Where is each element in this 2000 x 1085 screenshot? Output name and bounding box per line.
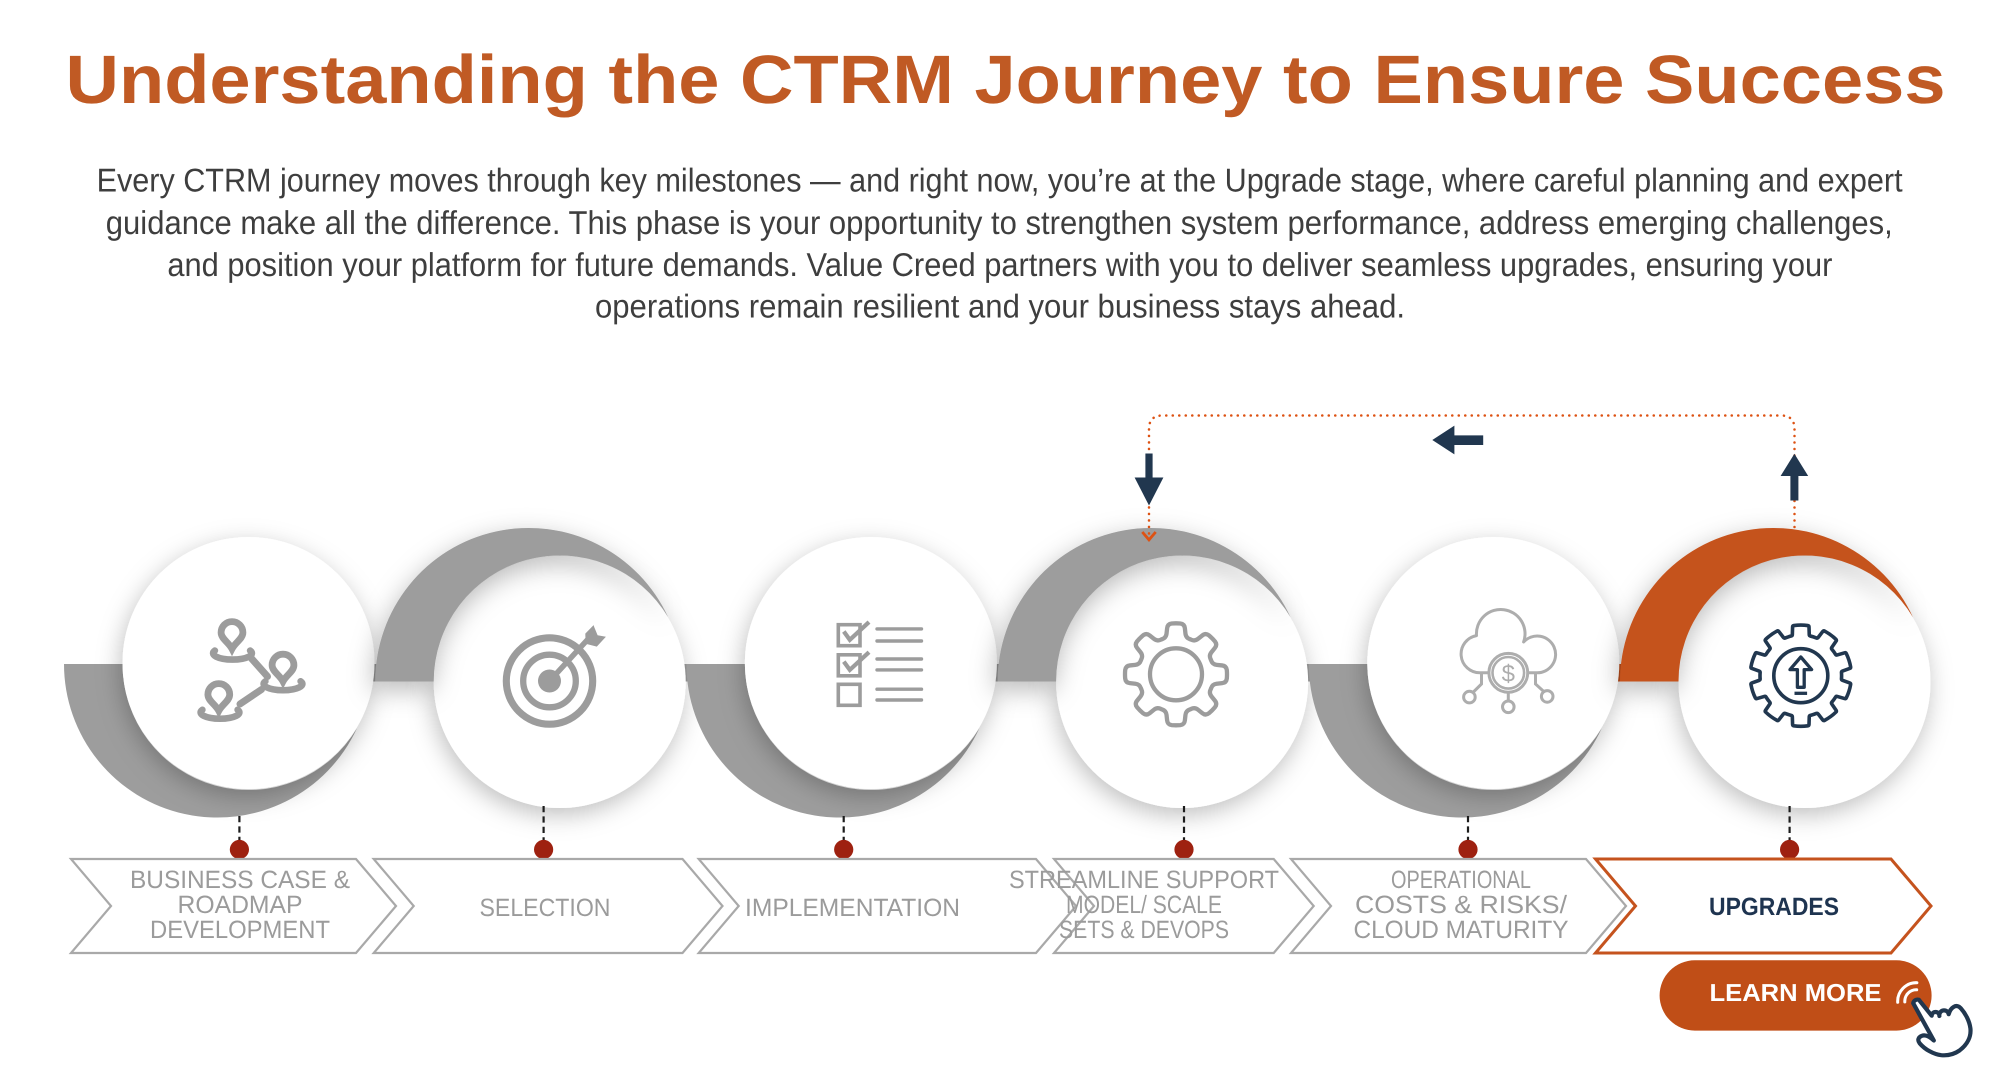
svg-text:and position your platform for: and position your platform for future de…: [167, 246, 1832, 283]
svg-text:DEVELOPMENT: DEVELOPMENT: [150, 916, 330, 944]
svg-text:BUSINESS CASE &: BUSINESS CASE &: [130, 866, 350, 894]
svg-text:LEARN MORE: LEARN MORE: [1710, 980, 1882, 1007]
svg-text:SELECTION: SELECTION: [480, 894, 611, 922]
svg-text:UPGRADES: UPGRADES: [1709, 893, 1839, 921]
svg-text:guidance make all the differen: guidance make all the difference. This p…: [106, 204, 1893, 241]
svg-text:SETS & DEVOPS: SETS & DEVOPS: [1059, 916, 1229, 944]
svg-text:$: $: [1502, 661, 1515, 688]
svg-text:Understanding the CTRM Journey: Understanding the CTRM Journey to Ensure…: [66, 41, 1946, 118]
svg-text:OPERATIONAL: OPERATIONAL: [1391, 866, 1531, 894]
svg-text:CLOUD MATURITY: CLOUD MATURITY: [1354, 916, 1569, 944]
svg-text:ROADMAP: ROADMAP: [178, 891, 303, 919]
svg-text:IMPLEMENTATION: IMPLEMENTATION: [745, 894, 960, 922]
svg-text:STREAMLINE SUPPORT: STREAMLINE SUPPORT: [1009, 866, 1279, 894]
svg-text:operations remain resilient an: operations remain resilient and your bus…: [595, 287, 1405, 324]
svg-text:Every CTRM journey moves throu: Every CTRM journey moves through key mil…: [97, 161, 1903, 198]
svg-text:COSTS & RISKS/: COSTS & RISKS/: [1355, 891, 1567, 919]
svg-text:MODEL/ SCALE: MODEL/ SCALE: [1066, 891, 1222, 919]
